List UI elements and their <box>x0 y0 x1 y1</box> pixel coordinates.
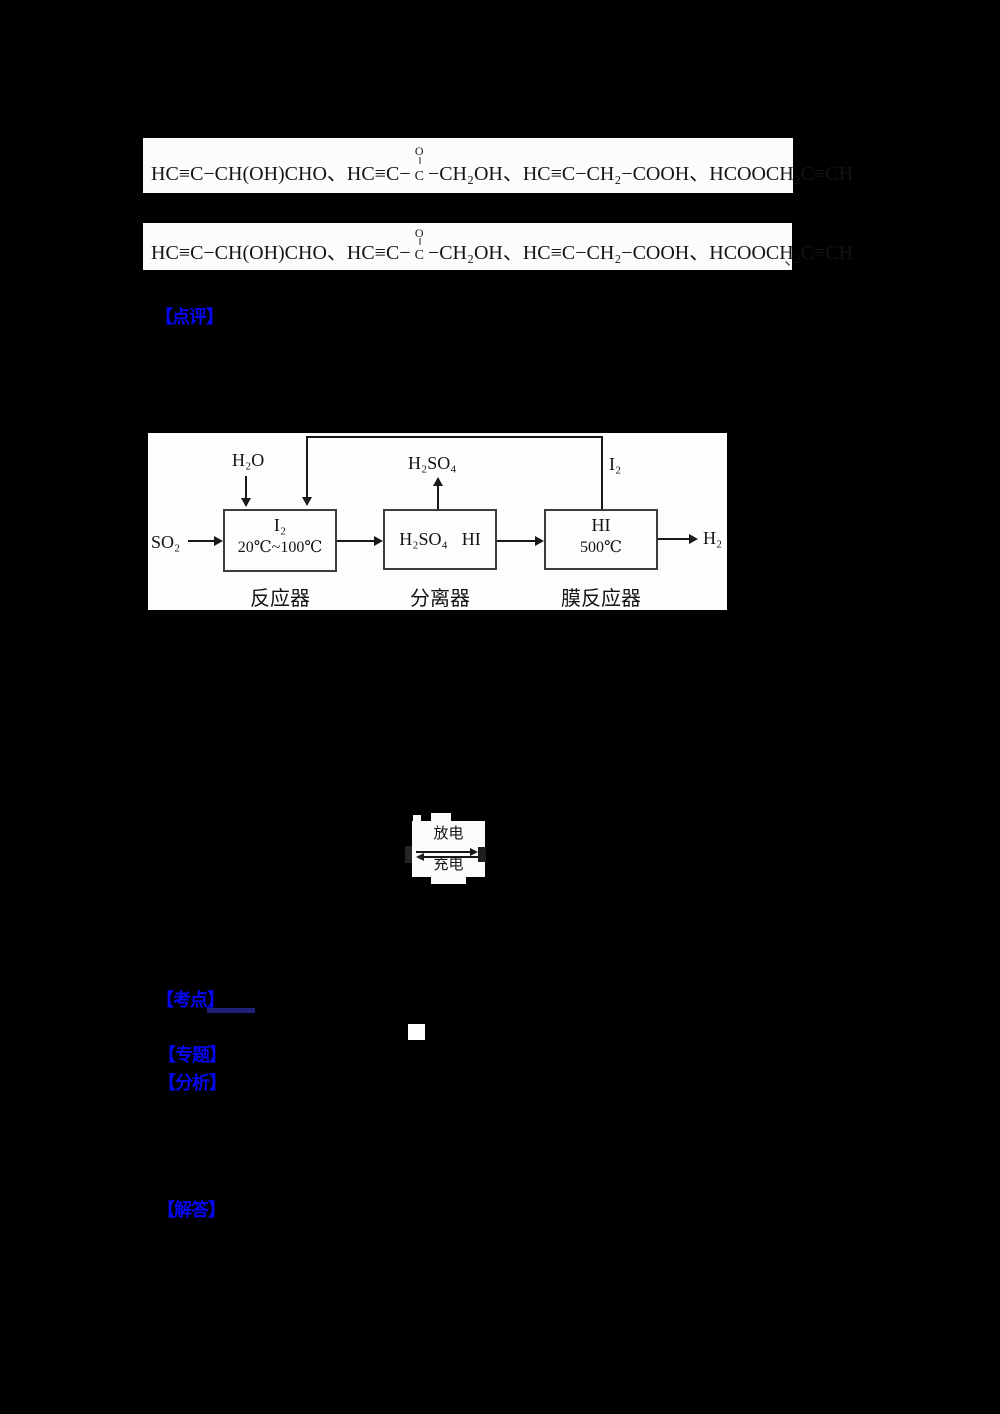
h2o-label: H₂O <box>232 450 265 470</box>
membrane-reactor-box: HI 500℃ <box>544 509 658 570</box>
equilibrium-arrow-bottom <box>424 856 480 858</box>
arrow-down-icon <box>302 497 312 506</box>
separator-caption: 分离器 <box>410 588 470 610</box>
formula-pre: HC≡C−CH(OH)CHO、HC≡C− <box>151 163 411 185</box>
arrow-right-icon <box>374 536 383 546</box>
reactor-line2: 20℃~100℃ <box>237 539 323 556</box>
discharge-charge-arrow: 放电 充电 <box>412 821 485 877</box>
process-flow-diagram: SO₂ H₂O I₂ H₂SO₄ I₂ 20℃~100℃ H₂SO₄ HI HI… <box>148 433 727 610</box>
arrow-down-icon <box>241 498 251 507</box>
recycle-line-right <box>601 436 603 509</box>
formula-line-2: HC≡C−CH(OH)CHO、HC≡C−O‖C−CH₂OH、HC≡C−CH₂−C… <box>151 226 854 265</box>
marker-answer: 【解答】 <box>157 1200 226 1220</box>
arrow-line-out <box>658 538 691 540</box>
marker-comment: 【点评】 <box>155 307 224 327</box>
formula-post: −CH₂OH、HC≡C−CH₂−COOH、HCOOCH₂C≡CH <box>427 163 854 185</box>
so2-arrow-line <box>188 540 216 542</box>
iodine-recycle-label: I₂ <box>609 454 622 474</box>
marker-exam-point: 【考点】 <box>156 990 225 1010</box>
carbonyl-carbon: C <box>414 248 424 263</box>
separator-hi: HI <box>461 529 481 549</box>
double-bond-icon: ‖ <box>418 156 421 167</box>
marker-analysis: 【分析】 <box>158 1073 227 1093</box>
recycle-line-top <box>306 436 603 438</box>
carbonyl-group: O‖ C <box>414 144 424 186</box>
double-bond-icon: ‖ <box>418 237 421 248</box>
formula-line-1: HC≡C−CH(OH)CHO、HC≡C−O‖ C−CH₂OH、HC≡C−CH₂−C… <box>151 144 854 186</box>
redacted-inline-image <box>408 1024 425 1040</box>
membrane-line2: 500℃ <box>580 539 622 556</box>
battery-fragment <box>413 815 421 822</box>
redacted-glyph-fragment <box>405 846 412 863</box>
formula-strip-2: HC≡C−CH(OH)CHO、HC≡C−O‖C−CH₂OH、HC≡C−CH₂−C… <box>143 223 853 270</box>
carbonyl-oxygen: O <box>414 144 424 158</box>
formula-post: −CH₂OH、HC≡C−CH₂−COOH、HCOOCH₂C≡CH <box>427 242 854 264</box>
arrow-up-icon <box>433 477 443 486</box>
separator-box: H₂SO₄ HI <box>383 509 497 570</box>
carbonyl-carbon: C <box>414 169 424 184</box>
battery-fragment <box>431 877 466 884</box>
h2-product-label: H₂ <box>703 528 723 548</box>
formula-strip-1: HC≡C−CH(OH)CHO、HC≡C−O‖ C−CH₂OH、HC≡C−CH₂−C… <box>143 138 853 193</box>
h2o-arrow-line <box>245 476 247 499</box>
formula-pre: HC≡C−CH(OH)CHO、HC≡C− <box>151 242 411 264</box>
arrow-right-icon <box>470 848 478 856</box>
arrow-right-icon <box>689 534 698 544</box>
trailing-comma: 、 <box>784 249 802 269</box>
discharge-label: 放电 <box>433 826 464 842</box>
reactor-box: I₂ 20℃~100℃ <box>223 509 337 572</box>
arrow-right-icon <box>535 536 544 546</box>
arrow-left-icon <box>416 853 424 861</box>
equilibrium-arrow-top <box>416 851 472 853</box>
membrane-line1: HI <box>591 515 611 535</box>
carbonyl-oxygen: O <box>414 226 424 240</box>
navy-underline-bar <box>207 1008 255 1013</box>
membrane-caption: 膜反应器 <box>561 588 641 610</box>
arrow-line-2-3 <box>497 540 537 542</box>
charge-label: 充电 <box>433 857 464 873</box>
reactor-line1: I₂ <box>273 515 287 535</box>
battery-fragment <box>431 813 451 822</box>
recycle-line-left <box>306 436 308 498</box>
marker-topic: 【专题】 <box>158 1045 227 1065</box>
arrow-right-icon <box>214 536 223 546</box>
h2so4-out-label: H₂SO₄ <box>408 453 457 473</box>
arrow-line-1-2 <box>337 540 376 542</box>
reactor-caption: 反应器 <box>250 588 310 610</box>
so2-feed-label: SO₂ <box>151 532 181 552</box>
h2so4-arrow-line <box>437 486 439 509</box>
redacted-glyph-fragment <box>478 847 486 862</box>
separator-acid: H₂SO₄ <box>399 529 448 549</box>
carbonyl-group: O‖C <box>414 226 424 265</box>
